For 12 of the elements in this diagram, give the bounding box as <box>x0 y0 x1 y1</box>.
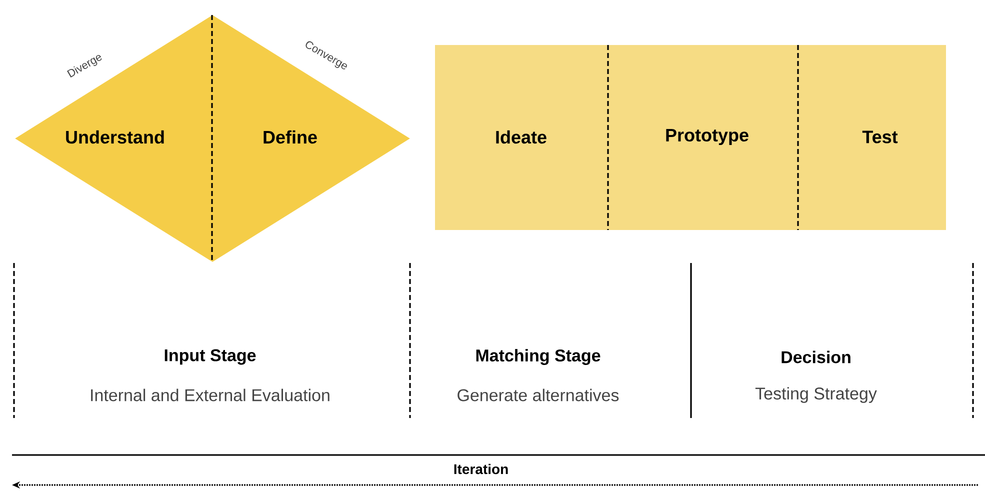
phase-label: Prototype <box>666 128 748 146</box>
stage-heading: Input Stage <box>164 349 256 365</box>
stage-description: Generate alternatives <box>458 388 619 402</box>
stage-heading: Decision <box>782 350 850 364</box>
phase-label: Test <box>862 130 898 144</box>
phase-label: Ideate <box>496 130 546 144</box>
phase-label: Define <box>264 130 317 144</box>
iteration-label: Iteration <box>454 464 508 474</box>
stage-description: Internal and External Evaluation <box>91 388 330 402</box>
stage-heading: Matching Stage <box>476 349 600 365</box>
stage-description: Testing Strategy <box>755 387 877 403</box>
phase-label: Understand <box>66 130 164 144</box>
